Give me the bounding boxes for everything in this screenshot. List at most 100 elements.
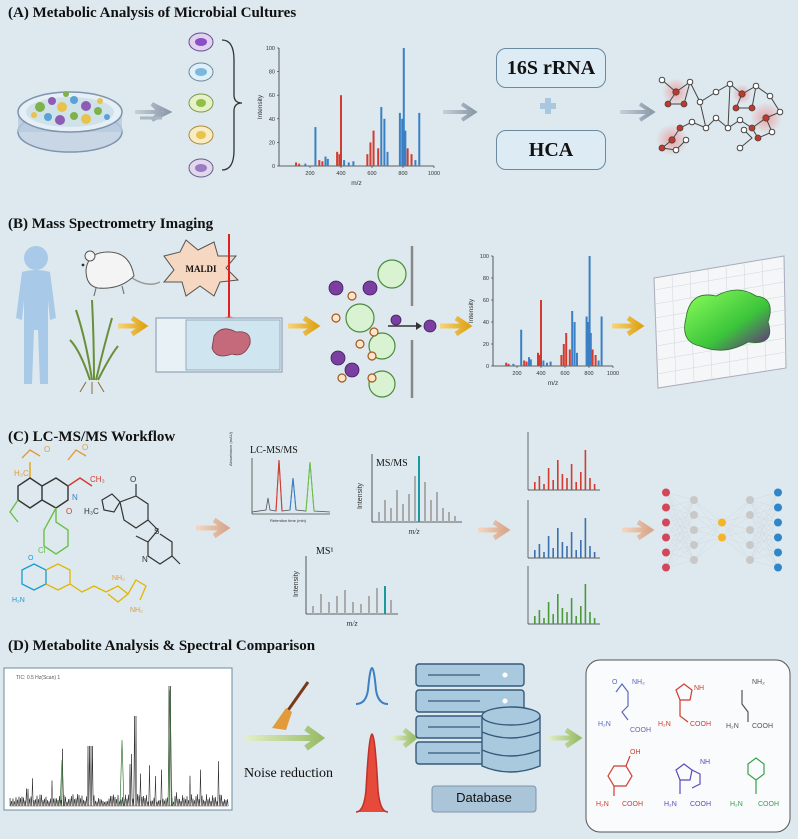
spectrum-peak [386, 151, 389, 166]
svg-text:S: S [154, 527, 159, 536]
network-node [662, 563, 670, 572]
spectrum-peak [538, 544, 541, 558]
y-tick-label: 20 [483, 342, 489, 348]
ion-cloud [328, 246, 437, 398]
spectrum-peak [552, 614, 554, 624]
spectrum-peak [568, 349, 571, 366]
x-tick-label: 200 [305, 171, 314, 177]
network-node [774, 533, 782, 542]
svg-text:COOH: COOH [690, 721, 711, 728]
lc-chromatogram [251, 458, 331, 515]
database-server-icon [415, 663, 541, 813]
spectrum-peak [352, 602, 354, 614]
spectrum-peak [561, 542, 564, 558]
spectrum-peak [312, 606, 314, 614]
x-tick-label: 400 [536, 371, 545, 377]
svg-text:O: O [66, 507, 72, 516]
svg-text:O: O [130, 475, 136, 484]
spectrum-peak [593, 484, 596, 490]
network-node [690, 556, 698, 564]
spectrum-peak [448, 512, 450, 522]
spectrum-peak [566, 546, 568, 558]
svg-text:O: O [44, 445, 50, 454]
spectrum-peak [408, 494, 410, 522]
spectrum-peak [562, 344, 565, 366]
spectrum-peak [575, 482, 577, 490]
spectrum-peak [561, 608, 564, 624]
svg-text:NH₂: NH₂ [632, 679, 645, 686]
x-tick-label: 800 [398, 171, 407, 177]
y-tick-label: 40 [483, 320, 489, 326]
brush-icon [272, 681, 310, 730]
petri-dish-icon [17, 91, 123, 153]
svg-text:CH₃: CH₃ [90, 475, 105, 484]
spectrum-peak [314, 127, 317, 166]
spectrum-peak [410, 154, 413, 166]
svg-text:H₂N: H₂N [726, 723, 739, 730]
spectrum-peak [543, 552, 545, 558]
spectrum-peak [377, 148, 380, 166]
spectrum-peak [528, 357, 530, 366]
spectrum-peak [512, 363, 515, 366]
spectrum-peak [418, 112, 421, 166]
spectrum-peak [543, 618, 545, 624]
y-tick-label: 100 [266, 46, 275, 52]
x-axis-label: m/z [548, 380, 558, 387]
spectrum-peak [347, 162, 350, 166]
svg-text:H₂N: H₂N [730, 801, 743, 808]
spectrum-peak [594, 355, 597, 366]
svg-text:OH: OH [630, 749, 641, 756]
ms1-label: MS¹ [316, 546, 334, 557]
y-tick-label: 0 [272, 164, 275, 170]
arrow-icon [288, 315, 321, 337]
lc-xlabel: Retention time (min) [270, 518, 307, 523]
svg-text:COOH: COOH [630, 727, 651, 734]
tic-chromatogram [3, 667, 233, 811]
spectrum-peak [324, 156, 327, 166]
panel-a-title: (A) Metabolic Analysis of Microbial Cult… [8, 5, 297, 21]
spectrum-peak [352, 161, 355, 166]
spectrum-peak [436, 492, 438, 522]
spectrum-peak [580, 540, 582, 558]
arrow-icon [548, 727, 583, 749]
arrow-icon [620, 102, 656, 122]
svg-text:O: O [28, 555, 34, 562]
y-tick-label: 60 [269, 93, 275, 99]
msms-label: MS/MS [376, 458, 408, 469]
spectrum-peak [368, 596, 370, 614]
spectrum-peak [321, 161, 324, 166]
spectrum-peak [523, 360, 526, 366]
arrow-icon [443, 102, 478, 122]
svg-text:H₂N: H₂N [596, 801, 609, 808]
spectrum-peak [566, 612, 568, 624]
spectrum-peak [507, 363, 510, 366]
network-node [774, 548, 782, 557]
network-node [774, 488, 782, 497]
svg-text:O: O [612, 679, 618, 686]
spectrum-peak [549, 361, 552, 366]
network-node [662, 518, 670, 527]
spectrum-peak [575, 550, 577, 558]
x-tick-label: 600 [560, 371, 569, 377]
arrow-icon [135, 102, 173, 122]
spectrum-peak [340, 95, 342, 166]
y-tick-label: 40 [269, 117, 275, 123]
network-node [718, 533, 726, 542]
spectrum-peak [328, 602, 330, 614]
spectrum-peak [534, 550, 536, 558]
network-node [746, 556, 754, 564]
panel-b-title: (B) Mass Spectrometry Imaging [8, 216, 214, 232]
network-node [718, 518, 726, 527]
lc-ylabel: Absorbance (mAU) [228, 431, 233, 466]
svg-text:O: O [82, 443, 88, 452]
spectrum-peak [584, 584, 587, 624]
x-tick-label: 400 [336, 171, 345, 177]
molecule-structure-2 [101, 484, 181, 565]
spectrum-peak [561, 474, 564, 490]
svg-text:COOH: COOH [690, 801, 711, 808]
y-tick-label: 60 [483, 298, 489, 304]
